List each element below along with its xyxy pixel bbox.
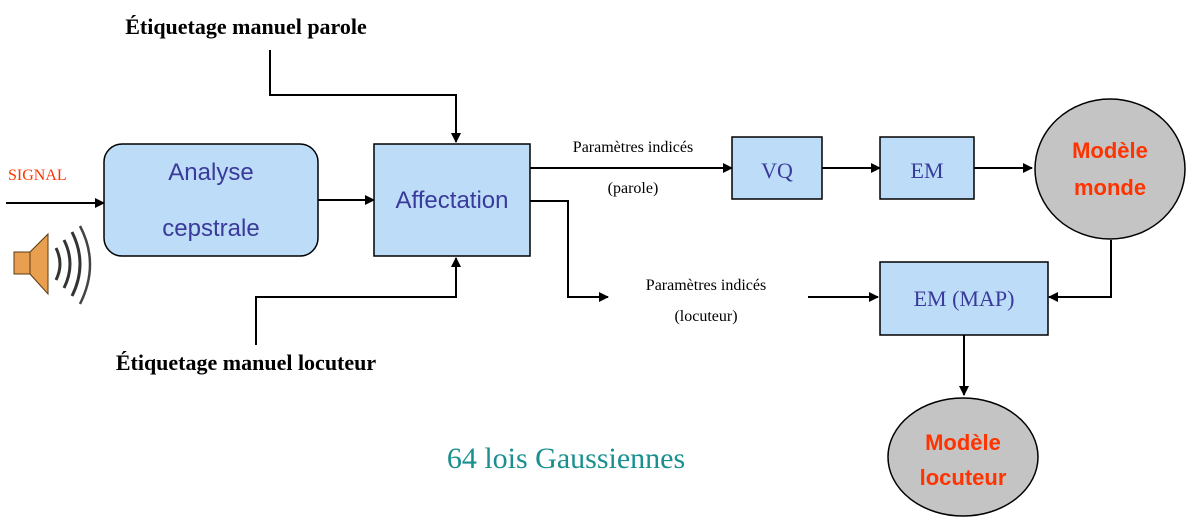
caption-64-lois-gaussiennes: 64 lois Gaussiennes [447,442,685,475]
modele-monde-ellipse [1034,98,1186,240]
affectation-block [373,143,531,257]
arrow-top-label-to-affectation [269,50,461,143]
analyse-cepstrale-block [103,143,319,257]
params-locuteur-line1: Paramètres indicés [646,277,766,294]
top-label-etiquetage-parole: Étiquetage manuel parole [125,14,367,39]
modele-locuteur-line1: Modèle [925,430,1001,455]
em-map-block [879,261,1049,336]
em-label: EM [911,158,944,183]
params-locuteur-line2: (locuteur) [674,308,737,325]
vq-label: VQ [761,158,793,183]
vq-block [731,136,823,200]
analyse-line1: Analyse [168,159,253,186]
em-block [879,136,975,200]
params-parole-line2: (parole) [608,180,659,197]
affectation-label: Affectation [396,187,509,214]
bottom-label-etiquetage-locuteur: Étiquetage manuel locuteur [116,350,377,375]
arrow-bottom-label-to-affectation [255,257,461,345]
signal-label: SIGNAL [8,167,67,184]
connectors [6,50,1112,396]
arrow-modele-monde-to-em-map [1048,240,1112,302]
modele-monde-line1: Modèle [1072,138,1148,163]
params-parole-line1: Paramètres indicés [573,139,693,156]
analyse-line2: cepstrale [162,215,259,242]
speaker-icon [13,225,92,305]
modele-locuteur-ellipse [887,397,1039,517]
em-map-label: EM (MAP) [914,286,1015,311]
modele-monde-line2: monde [1074,175,1146,200]
modele-locuteur-line2: locuteur [920,465,1007,490]
arrow-affectation-to-params-locuteur [530,200,609,302]
